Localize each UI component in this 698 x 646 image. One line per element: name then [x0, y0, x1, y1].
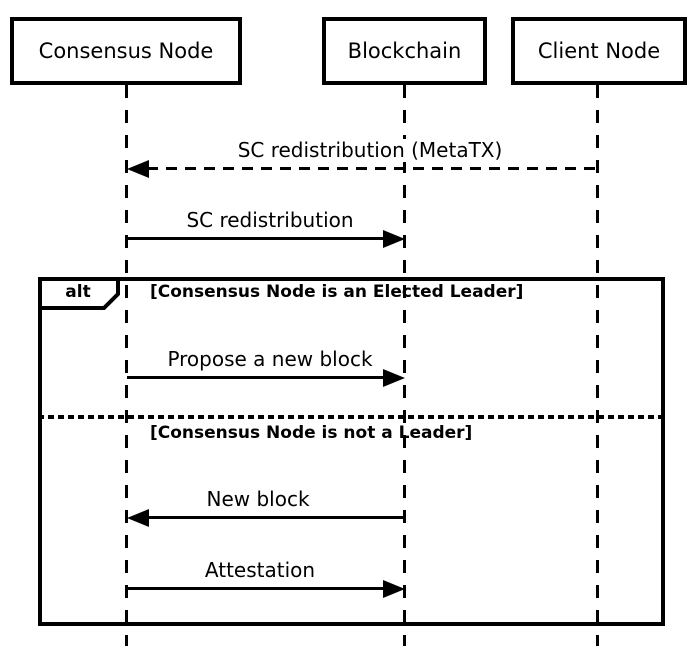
arrowhead-left-icon	[127, 160, 149, 178]
guard-elected-leader: [Consensus Node is an Elected Leader]	[150, 282, 524, 302]
message-line	[147, 167, 598, 170]
lifeline-blockchain	[403, 85, 406, 646]
actor-label: Blockchain	[347, 39, 462, 63]
message-line	[147, 516, 405, 519]
message-label: Attestation	[202, 558, 318, 582]
arrowhead-right-icon	[383, 580, 405, 598]
actor-label: Client Node	[537, 39, 661, 63]
alt-fragment	[38, 277, 665, 626]
lifeline-consensus-node	[125, 85, 128, 646]
actor-client-node: Client Node	[511, 17, 687, 85]
message-label: New block	[204, 487, 312, 511]
alt-divider	[38, 415, 665, 419]
fragment-operator-pentagon	[38, 277, 120, 310]
arrowhead-right-icon	[383, 230, 405, 248]
message-label: SC redistribution (MetaTX)	[235, 138, 505, 162]
message-line	[127, 587, 385, 590]
actor-label: Consensus Node	[38, 39, 214, 63]
actor-blockchain: Blockchain	[322, 17, 487, 85]
arrowhead-left-icon	[127, 509, 149, 527]
message-line	[127, 376, 385, 379]
actor-consensus-node: Consensus Node	[10, 17, 242, 85]
message-label: SC redistribution	[184, 208, 356, 232]
lifeline-client-node	[596, 85, 599, 646]
arrowhead-right-icon	[383, 369, 405, 387]
message-line	[127, 237, 385, 240]
guard-not-leader: [Consensus Node is not a Leader]	[150, 423, 473, 443]
fragment-operator-label: alt	[65, 282, 91, 302]
message-label: Propose a new block	[165, 347, 375, 371]
